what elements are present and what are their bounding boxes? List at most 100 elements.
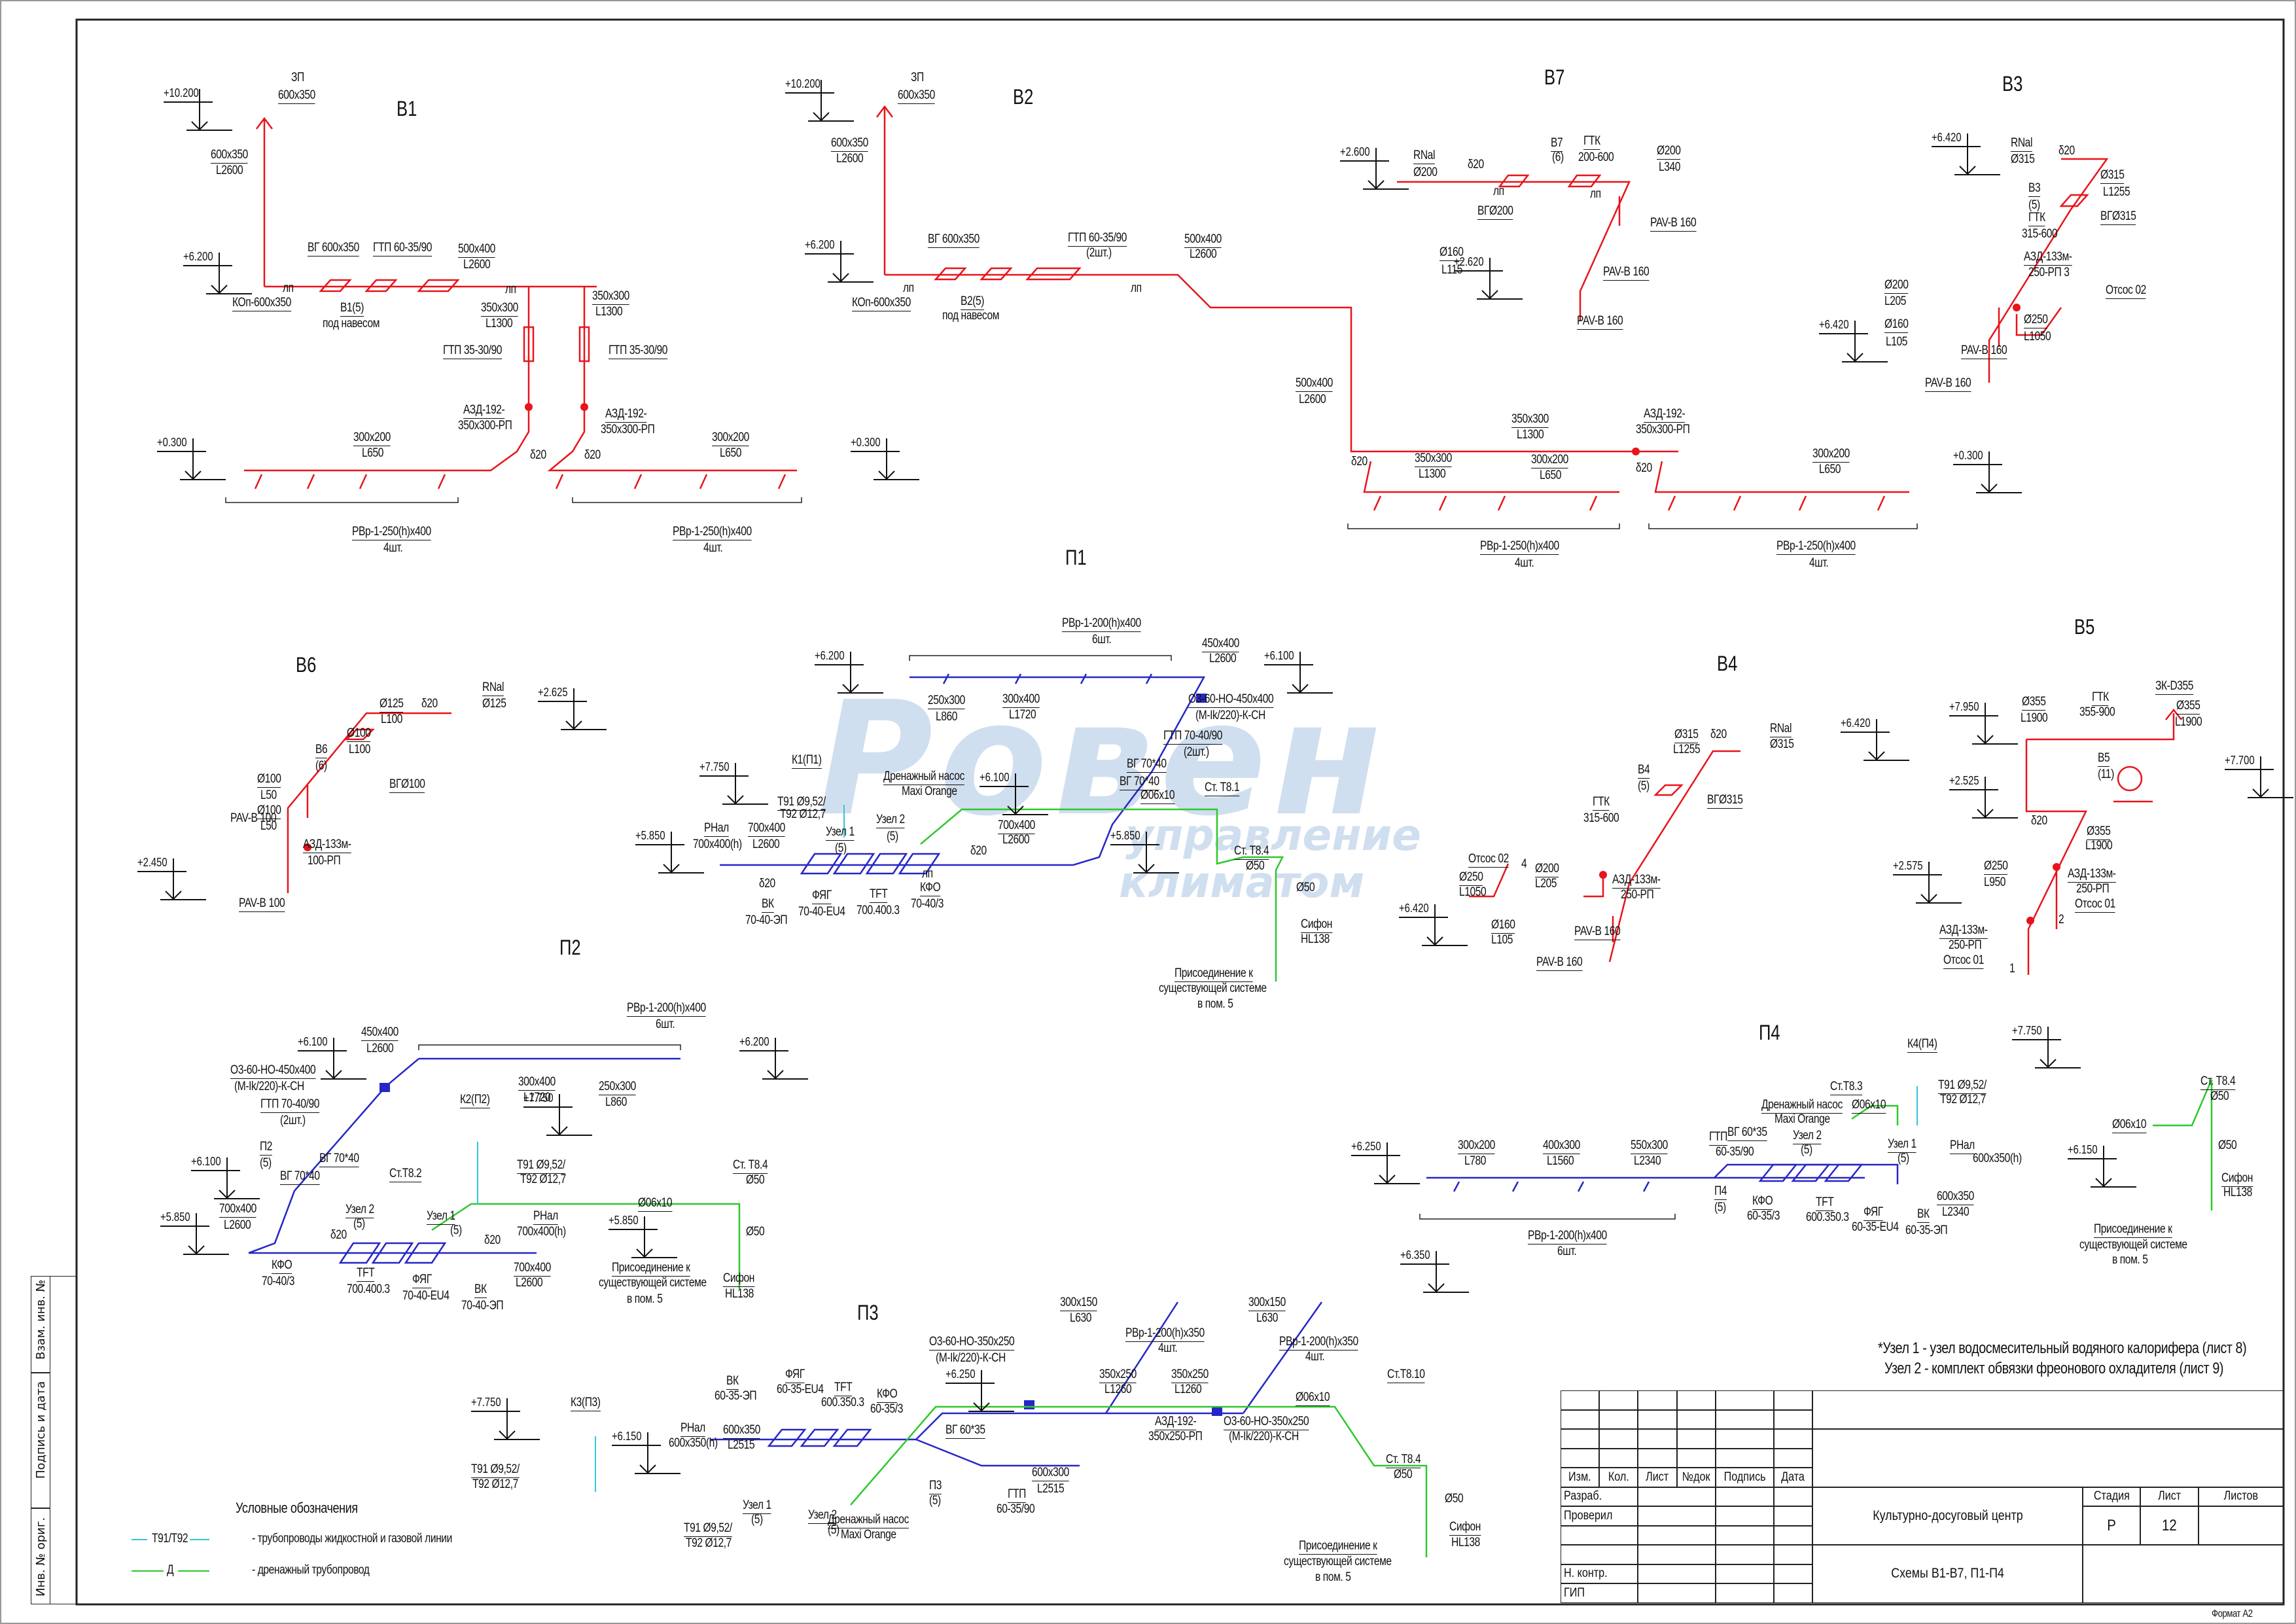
role-label-text: ГИП xyxy=(1564,1585,1585,1600)
supply-annotation: П3 xyxy=(929,1479,942,1494)
supply-annotation: L1260 xyxy=(1104,1383,1132,1396)
supply-annotation: Т92 Ø12,7 xyxy=(472,1477,518,1491)
supply-annotation: 450x400 xyxy=(361,1025,398,1041)
supply-annotation: 300x400 xyxy=(518,1075,556,1091)
sheet-title: Схемы В1-В7, П1-П4 xyxy=(1812,1545,2083,1603)
exhaust-annotation: Ø315 xyxy=(2100,168,2125,184)
elevation-mark-label: +2.625 xyxy=(538,686,568,699)
exhaust-annotation: 2 xyxy=(2058,913,2064,927)
supply-annotation: РВр-1-200(h)x400 xyxy=(1528,1229,1607,1244)
revision-cell xyxy=(1677,1409,1716,1429)
revision-cell xyxy=(1774,1409,1812,1429)
supply-annotation: ВК xyxy=(762,897,774,913)
exhaust-annotation: Ø200 xyxy=(1884,278,1909,294)
sheet-title-text: Схемы В1-В7, П1-П4 xyxy=(1891,1566,2004,1581)
exhaust-annotation: 4шт. xyxy=(703,541,723,555)
supply-annotation: 700.400.3 xyxy=(347,1282,390,1296)
exhaust-annotation: L650 xyxy=(720,446,742,460)
elevation-mark-label: +5.850 xyxy=(635,829,665,842)
supply-annotation: ВК xyxy=(1917,1207,1930,1223)
supply-annotation: Ø50 xyxy=(2218,1139,2237,1152)
exhaust-annotation: 315-600 xyxy=(1583,811,1619,825)
elevation-arrow-icon xyxy=(1264,652,1333,694)
scheme-title-b2: В2 xyxy=(1013,85,1034,109)
column-header-text: Лист xyxy=(1646,1470,1669,1484)
elevation-mark-label: +6.200 xyxy=(815,649,845,662)
elevation-mark-label: +0.300 xyxy=(851,436,881,449)
supply-annotation: К1(П1) xyxy=(792,753,822,769)
exhaust-annotation: L50 xyxy=(260,788,277,802)
stamp-cell xyxy=(31,1373,50,1508)
exhaust-annotation: Ø100 xyxy=(347,726,371,742)
supply-annotation: 600.350.3 xyxy=(821,1396,864,1409)
exhaust-ducts xyxy=(244,105,2182,975)
watermark-line2: климатом xyxy=(1119,857,1365,908)
signature-cell xyxy=(1638,1506,1716,1526)
elevation-arrow-icon xyxy=(945,1370,1014,1412)
supply-annotation: КФО xyxy=(272,1258,292,1274)
exhaust-annotation: PAV-B 160 xyxy=(1925,376,1971,392)
revision-cell xyxy=(1561,1448,1599,1468)
watermark-line1: управление xyxy=(1125,810,1421,860)
exhaust-annotation: RNal xyxy=(1413,149,1435,164)
elevation-arrow-icon xyxy=(523,1094,592,1136)
note-node-1: *Узел 1 - узел водосмесительный водяного… xyxy=(1878,1339,2247,1357)
title-block-cell xyxy=(1812,1390,2284,1429)
exhaust-annotation: Отсос 02 xyxy=(1468,852,1509,868)
supply-annotation: Дренажный насос xyxy=(828,1513,909,1528)
supply-annotation: 700x400 xyxy=(998,819,1035,834)
supply-annotation: Ø50 xyxy=(1445,1492,1464,1506)
supply-annotation: ВГ 70*40 xyxy=(1127,757,1167,773)
supply-annotation: ВГ 60*35 xyxy=(1727,1125,1767,1141)
supply-annotation: 70-40-ЭП xyxy=(745,913,788,927)
elevation-arrow-icon xyxy=(609,1216,677,1258)
supply-annotation: ФЯГ xyxy=(412,1273,432,1288)
exhaust-annotation: ГТК xyxy=(2092,690,2109,706)
exhaust-annotation: 350х300-РП xyxy=(458,419,512,432)
sheet-number: 12 xyxy=(2140,1506,2199,1545)
elevation-mark-label: +10.200 xyxy=(164,86,199,99)
supply-annotation: РНал xyxy=(1950,1139,1975,1154)
supply-annotation: Ст. Т8.1 xyxy=(1205,781,1240,796)
scheme-title-b5: В5 xyxy=(2074,615,2095,639)
role-label xyxy=(1561,1525,1638,1545)
supply-annotation: Т92 Ø12,7 xyxy=(520,1173,566,1186)
exhaust-annotation: δ20 xyxy=(1468,158,1484,171)
elevation-arrow-icon xyxy=(612,1432,680,1474)
exhaust-annotation: Ø100 xyxy=(257,772,281,788)
column-header-text: №док xyxy=(1682,1470,1710,1484)
exhaust-annotation: 200-600 xyxy=(1578,150,1614,164)
supply-annotation: Узел 2 xyxy=(808,1508,837,1524)
exhaust-annotation: Ø100 xyxy=(257,803,281,819)
elevation-arrow-icon xyxy=(805,241,874,283)
elevation-mark-label: +7.700 xyxy=(2225,754,2255,767)
supply-annotation: L2340 xyxy=(1942,1205,1969,1219)
supply-annotation: Т91 Ø9,52/ xyxy=(471,1462,520,1478)
signature-cell xyxy=(1638,1487,1716,1506)
supply-annotation: L2515 xyxy=(728,1438,755,1452)
exhaust-annotation: лп xyxy=(505,283,516,296)
stamp-replacement-inv: Взам. инв. № xyxy=(34,1279,48,1360)
supply-annotation: (5) xyxy=(353,1217,365,1231)
date-cell xyxy=(1774,1545,1812,1564)
signature-cell xyxy=(1716,1487,1774,1506)
revision-cell xyxy=(1677,1429,1716,1449)
supply-annotation: Т92 Ø12,7 xyxy=(780,807,826,821)
revision-cell xyxy=(1638,1390,1677,1410)
exhaust-annotation: В7 xyxy=(1551,136,1563,152)
supply-annotation: L1720 xyxy=(1009,708,1036,722)
exhaust-annotation: ВГ 600х350 xyxy=(928,232,980,248)
stamp-cell xyxy=(31,1508,50,1604)
supply-annotation: К3(П3) xyxy=(571,1396,601,1411)
elevation-mark-label: +6.100 xyxy=(191,1155,221,1168)
elevation-arrow-icon xyxy=(1340,148,1409,190)
scheme-title-p4: П4 xyxy=(1759,1021,1780,1044)
exhaust-annotation: 315-600 xyxy=(2022,227,2058,241)
column-header: Лист xyxy=(1638,1468,1677,1487)
supply-annotation: Т92 Ø12,7 xyxy=(1940,1093,1986,1106)
supply-annotation: 700.400.3 xyxy=(857,904,900,917)
supply-annotation: Ст. Т8.4 xyxy=(733,1158,768,1174)
exhaust-annotation: КОп-600x350 xyxy=(852,296,911,311)
supply-annotation: 300x400 xyxy=(1002,692,1040,708)
